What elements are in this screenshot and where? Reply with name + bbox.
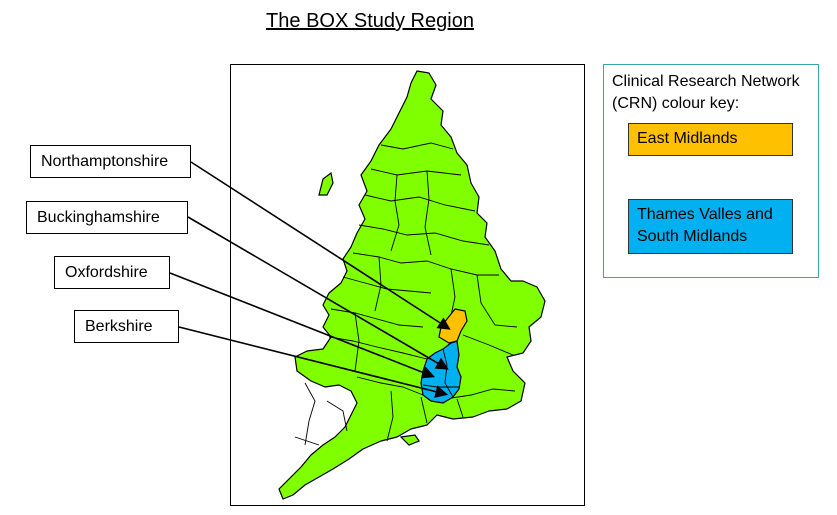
- map-title: The BOX Study Region: [266, 10, 474, 32]
- oxfordshire-label: Oxfordshire: [54, 256, 170, 289]
- east-midlands-swatch: East Midlands: [628, 123, 793, 156]
- berkshire-label: Berkshire: [74, 310, 179, 343]
- map-frame: [230, 64, 585, 506]
- isle-of-man: [318, 171, 334, 196]
- buckinghamshire-label: Buckinghamshire: [26, 201, 188, 234]
- northamptonshire-label: Northamptonshire: [30, 145, 191, 178]
- isle-of-wight: [399, 434, 420, 446]
- england-landmass: [278, 70, 546, 500]
- crn-colour-key: Clinical Research Network (CRN) colour k…: [603, 64, 819, 278]
- england-map: [278, 70, 546, 500]
- legend-title: Clinical Research Network (CRN) colour k…: [612, 73, 800, 112]
- thames-valley-swatch: Thames Valles and South Midlands: [628, 199, 793, 254]
